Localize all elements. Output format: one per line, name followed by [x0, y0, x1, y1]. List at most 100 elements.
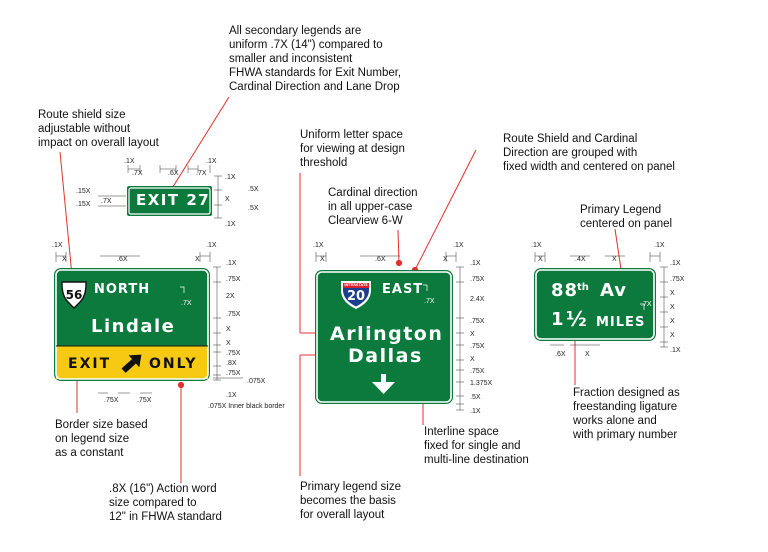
street-type: Av	[600, 280, 628, 301]
distance-bottom-dim: .6X	[555, 351, 566, 358]
destination-dallas: Dallas	[348, 345, 423, 367]
distance-inner-dim: .7X	[641, 301, 652, 308]
arlington-right-dim: .75X	[470, 368, 485, 375]
interstate-number: 20	[346, 289, 366, 304]
exit-panel-left-dim: .7X	[101, 198, 112, 205]
exit-27-legend: EXIT 27	[136, 191, 211, 209]
lindale-right-dim: .8X	[226, 360, 237, 367]
lindale-top-dim: .1X	[52, 242, 63, 249]
lindale-destination: Lindale	[91, 316, 176, 337]
exit-panel-top-dim: .1X	[124, 158, 135, 165]
lindale-right-dim: .1X	[226, 392, 237, 399]
arlington-right-dim: 2.4X	[470, 296, 485, 303]
arlington-right-dim: .75X	[470, 318, 485, 325]
lindale-top-dim: X	[195, 256, 200, 263]
exit-panel-top-dim: .6X	[168, 170, 179, 177]
exit-panel-right-dim: .5X	[248, 205, 259, 212]
lindale-bottom-dim: .75X	[104, 397, 119, 404]
distance-unit: MILES	[596, 315, 646, 330]
street-number: 88	[551, 280, 579, 301]
distance-top-dim: .1X	[654, 242, 665, 249]
us-route-number: 56	[65, 288, 83, 302]
lindale-right-dim: .75X	[226, 350, 241, 357]
arlington-right-dim: 1.375X	[470, 380, 493, 387]
interstate-shield	[341, 281, 371, 309]
lindale-right-dim: .75X	[226, 311, 241, 318]
destination-arlington: Arlington	[330, 323, 444, 345]
lindale-right-dim: .1X	[226, 260, 237, 267]
exit-panel-left-dim: .15X	[76, 201, 91, 208]
arlington-top-dim: .6X	[375, 256, 386, 263]
distance-right-dim: X	[670, 290, 675, 297]
lindale-top-dim: .6X	[117, 256, 128, 263]
arlington-right-dim: .1X	[470, 260, 481, 267]
distance-bottom-dim: X	[585, 351, 590, 358]
only-word: ONLY	[149, 356, 198, 372]
lindale-right-dim: .75X	[226, 276, 241, 283]
lindale-right-dim: .75X	[226, 370, 241, 377]
exit-panel-top-dim: .7X	[132, 170, 143, 177]
distance-right-dim: .1X	[670, 260, 681, 267]
lindale-top-dim: .1X	[206, 242, 217, 249]
lindale-inner-dim: .7X	[181, 300, 192, 307]
distance-right-dim: X	[670, 332, 675, 339]
lindale-side-dim: .075X	[247, 378, 266, 385]
arlington-right-dim: X	[470, 356, 475, 363]
distance-top-dim: X	[538, 256, 543, 263]
distance-fraction: ½	[566, 307, 587, 331]
arlington-right-dim: .75X	[470, 343, 485, 350]
lindale-right-dim: 2X	[226, 293, 235, 300]
distance-right-dim: .1X	[670, 347, 681, 354]
distance-right-dim: X	[670, 304, 675, 311]
lindale-direction: NORTH	[94, 282, 151, 297]
lindale-bottom-dim: .75X	[137, 397, 152, 404]
lindale-border-note: .075X Inner black border	[208, 403, 285, 410]
us-route-shield	[61, 281, 87, 309]
lindale-top-dim: X	[62, 256, 67, 263]
arlington-direction: EAST	[382, 282, 424, 297]
exit-panel-right-dim: .1X	[225, 174, 236, 181]
arlington-inner-dim: .7X	[424, 298, 435, 305]
exit-panel-top-dim: .7X	[196, 170, 207, 177]
exit-panel-left-dim: .15X	[76, 188, 91, 195]
exit-arrow	[121, 354, 142, 373]
lindale-right-dim: X	[226, 340, 231, 347]
exit-27-panel-bg	[127, 186, 212, 216]
arlington-right-dim: .1X	[470, 408, 481, 415]
distance-top-dim: X	[612, 256, 617, 263]
distance-top-dim: .4X	[575, 256, 586, 263]
distance-right-dim: .75X	[670, 276, 685, 283]
exit-panel-right-dim: .1X	[225, 221, 236, 228]
down-arrow	[372, 374, 395, 394]
exit-panel-right-dim: .5X	[248, 186, 259, 193]
exit-panel-right-dim: X	[225, 196, 230, 203]
arlington-right-dim: .5X	[470, 394, 481, 401]
street-suffix: th	[577, 282, 589, 293]
distance-top-dim: .1X	[531, 242, 542, 249]
arlington-top-dim: .1X	[453, 242, 464, 249]
distance-right-dim: X	[670, 318, 675, 325]
exit-word: EXIT	[68, 356, 112, 372]
arlington-right-dim: X	[470, 331, 475, 338]
arlington-top-dim: X	[443, 256, 448, 263]
lindale-right-dim: X	[226, 326, 231, 333]
arlington-top-dim: .1X	[313, 242, 324, 249]
distance-number: 1	[551, 309, 564, 330]
interstate-label: INTERSTATE	[344, 283, 368, 287]
exit-panel-top-dim: .1X	[206, 158, 217, 165]
distance-sign-bg	[534, 268, 656, 341]
arlington-top-dim: X	[320, 256, 325, 263]
